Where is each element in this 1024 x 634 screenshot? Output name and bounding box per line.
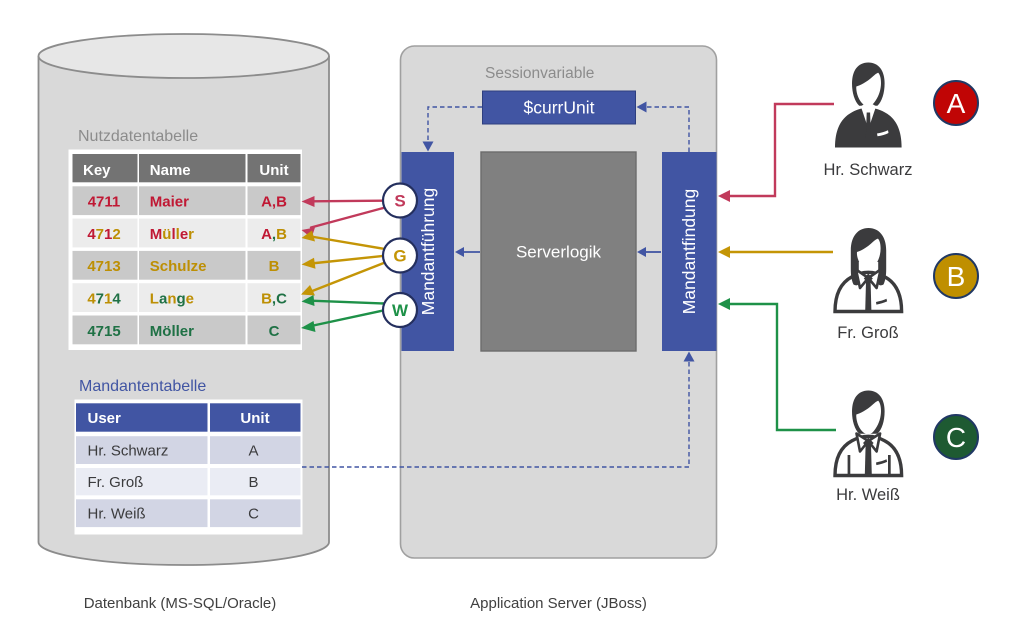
svg-text:A: A <box>248 443 258 460</box>
svg-text:S: S <box>394 192 405 211</box>
svg-text:Mandantfindung: Mandantfindung <box>679 189 699 315</box>
svg-text:Serverlogik: Serverlogik <box>516 243 602 262</box>
svg-text:A: A <box>947 88 966 119</box>
svg-text:Maier: Maier <box>150 194 189 211</box>
svg-text:Müller: Müller <box>150 226 194 243</box>
svg-text:Key: Key <box>83 162 111 179</box>
svg-text:Hr. Weiß: Hr. Weiß <box>88 506 146 523</box>
svg-text:4711: 4711 <box>88 194 121 211</box>
svg-text:W: W <box>392 301 409 320</box>
svg-text:4714: 4714 <box>87 291 121 308</box>
svg-text:Möller: Möller <box>150 323 194 340</box>
svg-text:B,C: B,C <box>261 291 287 308</box>
svg-text:Application Server (JBoss): Application Server (JBoss) <box>470 595 647 612</box>
svg-text:Mandantentabelle: Mandantentabelle <box>79 378 206 395</box>
svg-text:Fr. Groß: Fr. Groß <box>837 324 898 342</box>
svg-text:Unit: Unit <box>259 162 288 179</box>
svg-text:Name: Name <box>150 162 191 179</box>
svg-text:Schulze: Schulze <box>150 258 207 275</box>
svg-text:Unit: Unit <box>240 410 269 427</box>
svg-text:B: B <box>248 474 258 491</box>
svg-text:Lange: Lange <box>150 291 194 308</box>
svg-text:C: C <box>269 323 280 340</box>
svg-text:G: G <box>393 247 406 266</box>
svg-text:4715: 4715 <box>87 323 120 340</box>
svg-text:Datenbank (MS-SQL/Oracle): Datenbank (MS-SQL/Oracle) <box>84 595 277 612</box>
svg-text:Mandantführung: Mandantführung <box>418 188 438 315</box>
svg-text:$currUnit: $currUnit <box>524 98 595 118</box>
svg-text:Nutzdatentabelle: Nutzdatentabelle <box>78 128 198 145</box>
svg-text:B: B <box>947 261 966 292</box>
svg-text:Sessionvariable: Sessionvariable <box>485 65 594 82</box>
svg-text:Hr. Schwarz: Hr. Schwarz <box>88 443 169 460</box>
svg-text:4713: 4713 <box>87 258 120 275</box>
svg-text:A,B: A,B <box>261 226 287 243</box>
svg-text:Hr. Weiß: Hr. Weiß <box>836 486 900 504</box>
svg-text:C: C <box>946 422 966 453</box>
svg-text:4712: 4712 <box>87 226 120 243</box>
svg-text:A,B: A,B <box>261 194 287 211</box>
svg-text:Hr. Schwarz: Hr. Schwarz <box>824 161 913 179</box>
svg-text:B: B <box>269 258 280 275</box>
svg-text:User: User <box>88 410 122 427</box>
svg-text:C: C <box>248 506 259 523</box>
svg-text:Fr. Groß: Fr. Groß <box>88 474 144 491</box>
